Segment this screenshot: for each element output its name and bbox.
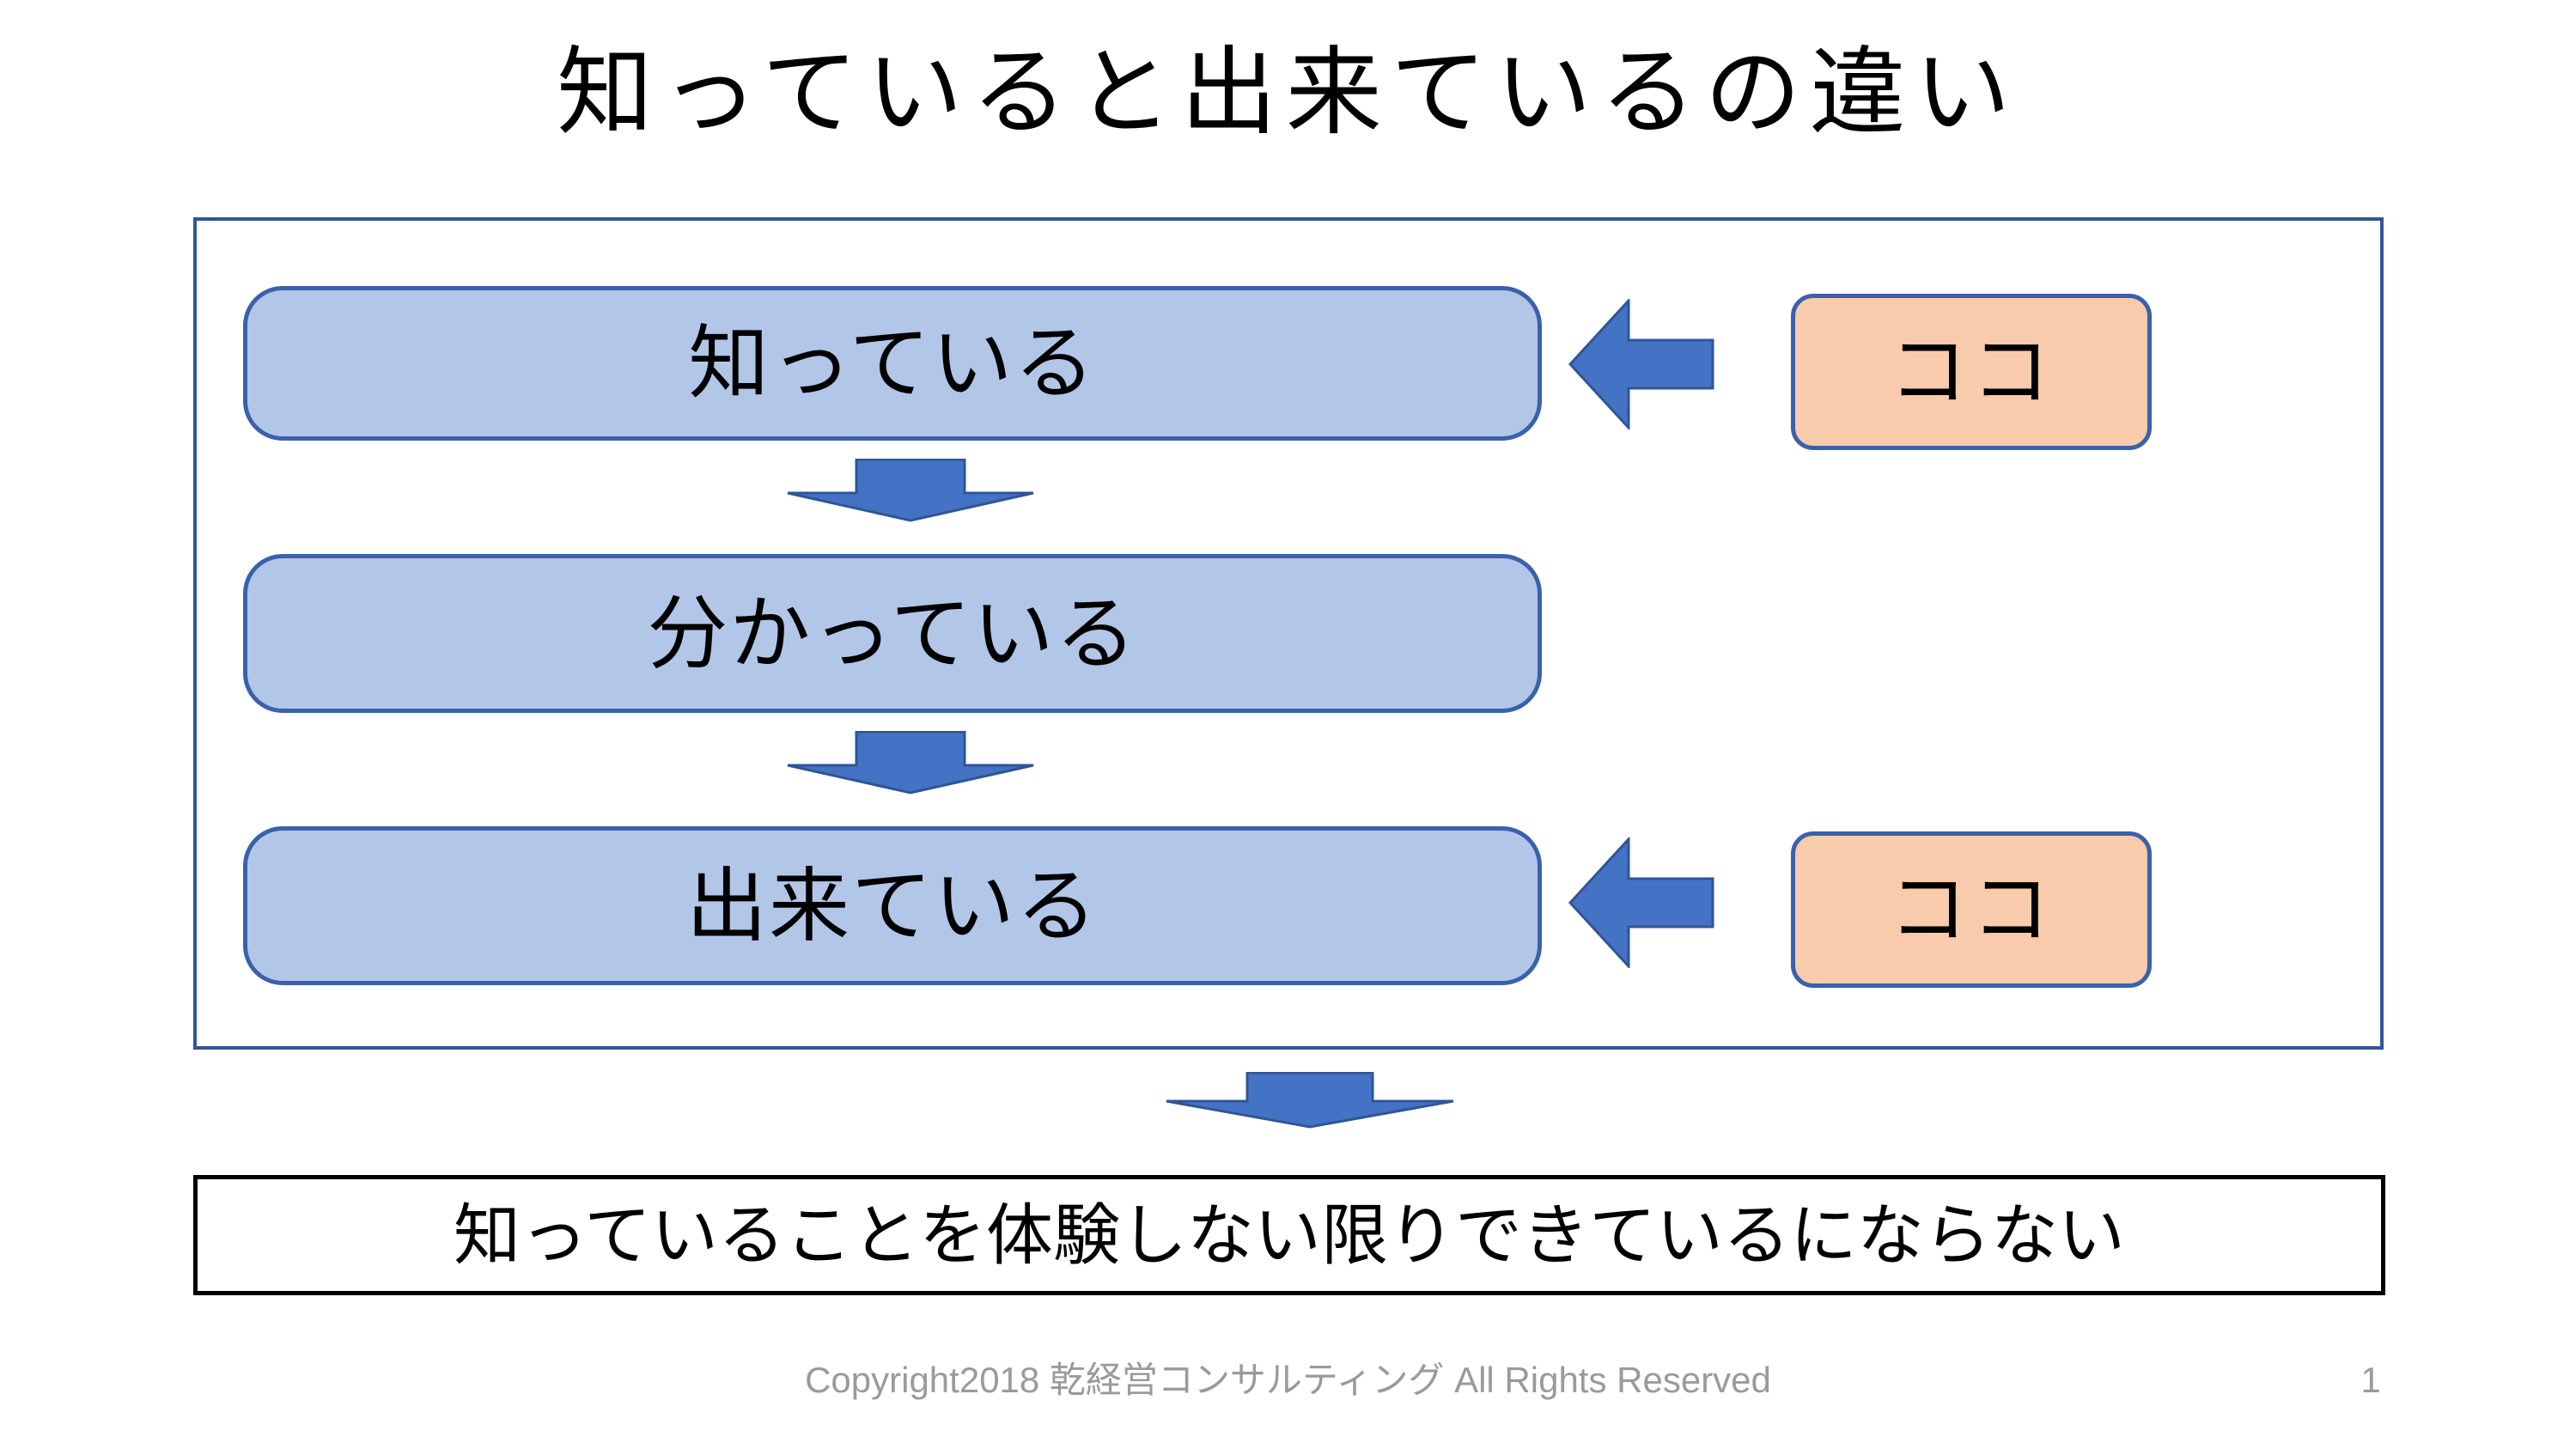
callout-label-2: ココ <box>1888 866 2054 953</box>
diagram-frame <box>193 217 2384 1050</box>
flow-step-label-2: 分かっている <box>647 588 1138 679</box>
flow-step-label-1: 知っている <box>688 318 1097 408</box>
callout-label-1: ココ <box>1888 328 2054 416</box>
flow-step-box-1[interactable]: 知っている <box>243 286 1542 441</box>
flow-step-label-3: 出来ている <box>685 860 1099 951</box>
footer-copyright: Copyright2018 乾経営コンサルティング All Rights Res… <box>805 1360 1771 1400</box>
page-title: 知っていると出来ているの違い <box>557 39 2019 146</box>
flow-step-box-2[interactable]: 分かっている <box>243 554 1542 713</box>
callout-box-1[interactable]: ココ <box>1791 294 2152 450</box>
callout-box-2[interactable]: ココ <box>1791 831 2152 988</box>
flow-step-box-3[interactable]: 出来ている <box>243 826 1542 985</box>
conclusion-label: 知っていることを体験しない限りできているにならない <box>453 1197 2126 1273</box>
footer-page-number: 1 <box>2360 1360 2381 1400</box>
down-arrow-icon-3 <box>1165 1072 1455 1129</box>
conclusion-box[interactable]: 知っていることを体験しない限りできているにならない <box>193 1175 2385 1295</box>
